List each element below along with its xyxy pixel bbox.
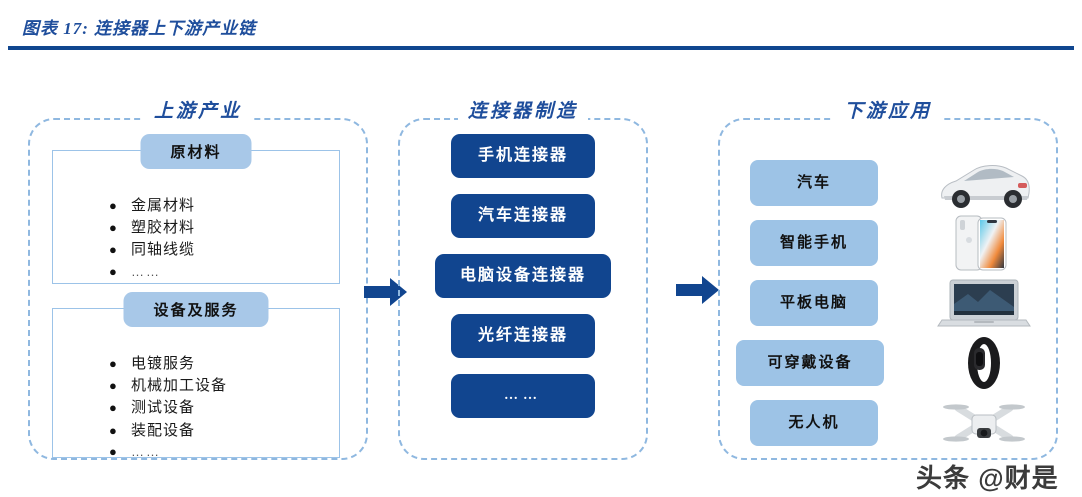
bullet-icon: ● [109,263,117,279]
bullet-icon: ● [109,220,117,236]
list-item-label: 测试设备 [131,399,196,417]
panel-upstream: 上游产业 ● 金属材料 ● 塑胶材料 ● 同轴线缆 ● …… 原材料 ● 电镀服务 ● 机械… [28,96,368,460]
list-item-label: 同轴线缆 [131,241,196,259]
downstream-item-tablet-computer[interactable]: 平板电脑 [750,280,878,326]
list-item-label: 电镀服务 [131,355,196,372]
panel-downstream-header: 下游应用 [718,96,1058,123]
page-title: 图表 17: 连接器上下游产业链 [22,19,257,38]
bullet-icon: ● [109,378,117,394]
fitness-band-photo-icon [934,334,1034,392]
upstream-equipment-services-box: ● 电镀服务 ● 机械加工设备 ● 测试设备 ● 装配设备 ● …… [52,308,340,459]
panel-upstream-header: 上游产业 [28,96,368,123]
panel-manufacturing: 连接器制造 手机连接器 汽车连接器 电脑设备连接器 光纤连接器 …… [398,96,648,460]
watermark: 头条 @财是 [916,463,1059,493]
list-item-label: 装配设备 [131,421,196,439]
upstream-equipment-services-list: ● 电镀服务 ● 机械加工设备 ● 测试设备 ● 装配设备 ● …… [53,309,339,471]
upstream-raw-materials-badge: 原材料 [140,134,252,169]
bullet-icon: ● [109,400,117,416]
upstream-raw-materials-box: ● 金属材料 ● 塑胶材料 ● 同轴线缆 ● …… [52,150,340,284]
upstream-block-raw-materials: ● 金属材料 ● 塑胶材料 ● 同轴线缆 ● …… 原材料 [52,134,340,284]
list-item: ● 塑胶材料 [53,217,339,239]
downstream-item-drone[interactable]: 无人机 [750,400,878,446]
manufacturing-item-fiber-connector[interactable]: 光纤连接器 [451,314,595,358]
list-item-label: 塑胶材料 [131,219,196,237]
car-photo-icon [934,154,1034,212]
title-divider [8,46,1074,50]
downstream-item-wearable-device[interactable]: 可穿戴设备 [736,340,884,386]
panel-downstream: 下游应用 汽车 智能手机 [718,96,1058,460]
upstream-equipment-services-badge: 设备及服务 [123,292,269,327]
list-item: ● 电镀服务 [53,353,339,375]
downstream-row-drone: 无人机 [736,392,1040,454]
arrow-right-icon-manufacturing-to-downstream [676,275,720,305]
bullet-icon: ● [109,242,117,258]
list-item-label: 金属材料 [131,197,196,214]
bullet-icon: ● [109,356,117,371]
manufacturing-item-phone-connector[interactable]: 手机连接器 [451,134,595,178]
panel-upstream-header-label: 上游产业 [143,96,252,123]
bullet-icon: ● [109,443,117,459]
manufacturing-item-computer-connector[interactable]: 电脑设备连接器 [435,254,611,298]
list-item-label: …… [131,443,161,459]
downstream-item-smartphone[interactable]: 智能手机 [750,220,878,266]
panel-downstream-header-label: 下游应用 [833,96,942,123]
arrow-right-icon-upstream-to-manufacturing [364,277,408,307]
downstream-row-smartphone: 智能手机 [736,212,1040,274]
downstream-row-tablet-computer: 平板电脑 [736,272,1040,334]
manufacturing-item-list: 手机连接器 汽车连接器 电脑设备连接器 光纤连接器 …… [398,134,648,434]
downstream-item-automobile[interactable]: 汽车 [750,160,878,206]
upstream-raw-materials-list: ● 金属材料 ● 塑胶材料 ● 同轴线缆 ● …… [53,151,339,291]
panel-manufacturing-header: 连接器制造 [398,96,648,123]
list-item: ● 装配设备 [53,420,339,442]
list-item: ● 测试设备 [53,397,339,419]
list-item: ● 机械加工设备 [53,375,339,397]
list-item-label: 机械加工设备 [131,377,228,395]
manufacturing-item-more[interactable]: …… [451,374,595,418]
bullet-icon: ● [109,198,117,213]
downstream-row-automobile: 汽车 [736,152,1040,214]
list-item-label: …… [131,263,161,279]
list-item: ● 同轴线缆 [53,239,339,261]
drone-photo-icon [934,394,1034,452]
laptop-photo-icon [934,274,1034,332]
panel-manufacturing-header-label: 连接器制造 [457,96,588,123]
list-item: ● …… [53,262,339,281]
list-item: ● …… [53,442,339,461]
manufacturing-item-auto-connector[interactable]: 汽车连接器 [451,194,595,238]
list-item: ● 金属材料 [53,195,339,217]
smartphone-photo-icon [934,214,1034,272]
upstream-block-equipment-services: ● 电镀服务 ● 机械加工设备 ● 测试设备 ● 装配设备 ● …… 设备及服务 [52,292,340,459]
bullet-icon: ● [109,422,117,438]
downstream-row-wearable-device: 可穿戴设备 [736,332,1040,394]
